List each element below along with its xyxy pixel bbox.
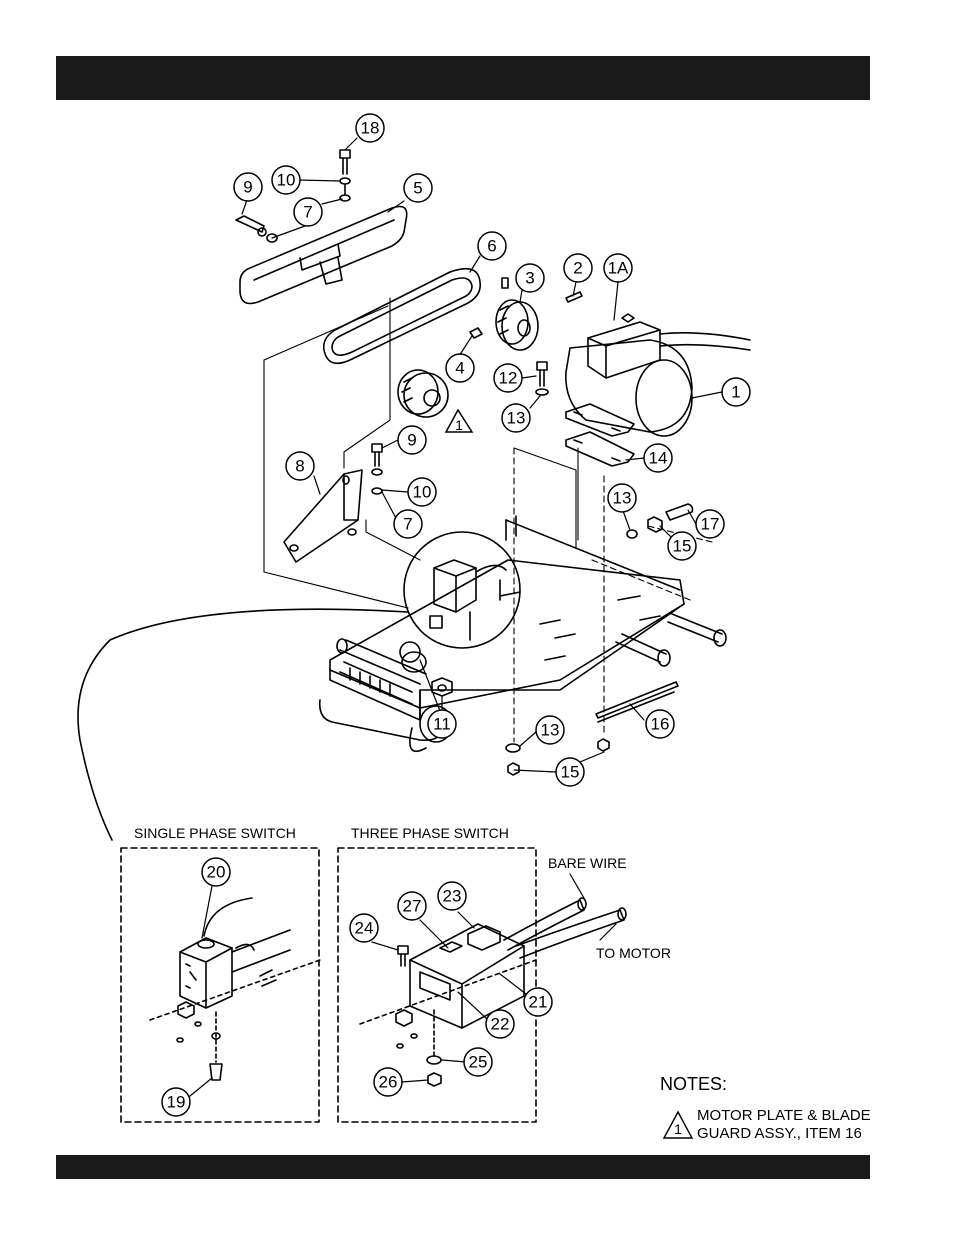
svg-text:19: 19 [167, 1093, 186, 1112]
callout-10: 10 [272, 166, 300, 194]
callout-3: 3 [516, 264, 544, 292]
svg-text:16: 16 [651, 715, 670, 734]
three-phase-box [338, 848, 536, 1122]
svg-text:20: 20 [207, 863, 226, 882]
svg-text:6: 6 [487, 237, 496, 256]
callout-23: 23 [438, 882, 466, 910]
callout-27: 27 [398, 892, 426, 920]
note-flag-triangle: 1 [446, 410, 472, 433]
svg-text:2: 2 [573, 259, 582, 278]
callout-12: 12 [494, 364, 522, 392]
svg-text:27: 27 [403, 897, 422, 916]
svg-text:5: 5 [413, 179, 422, 198]
svg-text:12: 12 [499, 369, 518, 388]
single-phase-caption: SINGLE PHASE SWITCH [134, 825, 296, 841]
motor-plates [566, 404, 634, 466]
to-motor-label: TO MOTOR [596, 945, 671, 961]
svg-text:15: 15 [561, 763, 580, 782]
callout-6: 6 [478, 232, 506, 260]
belt-guard-bracket [284, 470, 362, 562]
callout-22: 22 [486, 1010, 514, 1038]
v-belt [324, 269, 480, 364]
motor [566, 314, 750, 436]
callout-19: 19 [162, 1088, 190, 1116]
svg-text:10: 10 [277, 171, 296, 190]
svg-text:18: 18 [361, 119, 380, 138]
svg-text:13: 13 [541, 721, 560, 740]
svg-text:8: 8 [295, 457, 304, 476]
callout-13: 13 [608, 484, 636, 512]
notes-title: NOTES: [660, 1074, 727, 1094]
svg-text:9: 9 [407, 431, 416, 450]
svg-text:4: 4 [455, 359, 464, 378]
svg-text:1A: 1A [608, 259, 629, 278]
belt-guard [240, 207, 407, 304]
callout-13: 13 [502, 404, 530, 432]
callout-2: 2 [564, 254, 592, 282]
svg-text:25: 25 [469, 1053, 488, 1072]
single-phase-box [121, 848, 319, 1122]
svg-text:10: 10 [413, 483, 432, 502]
callout-15: 15 [556, 758, 584, 786]
switch-in-detail [430, 560, 506, 640]
three-phase-switch [360, 898, 626, 1086]
callout-14: 14 [644, 444, 672, 472]
motor-bolt [536, 362, 548, 395]
detail-circle [404, 532, 520, 648]
callout-7: 7 [294, 198, 322, 226]
notes-flag: 1 [664, 1112, 692, 1138]
callout-9: 9 [234, 173, 262, 201]
callout-18: 18 [356, 114, 384, 142]
callout-24: 24 [350, 914, 378, 942]
callout-5: 5 [404, 174, 432, 202]
svg-text:17: 17 [701, 515, 720, 534]
callout-26: 26 [374, 1068, 402, 1096]
callout-20: 20 [202, 858, 230, 886]
svg-text:13: 13 [507, 409, 526, 428]
callout-16: 16 [646, 710, 674, 738]
svg-text:13: 13 [613, 489, 632, 508]
svg-text:7: 7 [303, 203, 312, 222]
callout-25: 25 [464, 1048, 492, 1076]
callout-8: 8 [286, 452, 314, 480]
callout-7: 7 [394, 510, 422, 538]
svg-text:15: 15 [673, 537, 692, 556]
callout-1a: 1A [604, 254, 632, 282]
base-frame [320, 516, 684, 751]
svg-text:9: 9 [243, 178, 252, 197]
callout-17: 17 [696, 510, 724, 538]
svg-text:1: 1 [731, 383, 740, 402]
callout-4: 4 [446, 354, 474, 382]
bracket-hardware [372, 444, 382, 494]
svg-text:21: 21 [529, 993, 548, 1012]
notes-line-1: MOTOR PLATE & BLADE [697, 1107, 871, 1124]
bare-wire-label: BARE WIRE [548, 855, 627, 871]
svg-text:11: 11 [433, 715, 451, 734]
axles [337, 614, 726, 684]
front-nut [400, 642, 452, 696]
svg-text:26: 26 [379, 1073, 398, 1092]
three-phase-caption: THREE PHASE SWITCH [351, 825, 509, 841]
single-phase-switch [150, 898, 320, 1080]
svg-text:14: 14 [649, 449, 668, 468]
callout-1: 1 [722, 378, 750, 406]
svg-text:7: 7 [403, 515, 412, 534]
callout-21: 21 [524, 988, 552, 1016]
callout-10: 10 [408, 478, 436, 506]
callout-9: 9 [398, 426, 426, 454]
callout-11: 11 [428, 710, 456, 738]
svg-text:24: 24 [355, 919, 374, 938]
svg-text:22: 22 [491, 1015, 510, 1034]
blade-pulley [398, 370, 448, 417]
callout-13: 13 [536, 716, 564, 744]
svg-text:1: 1 [674, 1121, 682, 1137]
svg-text:3: 3 [525, 269, 534, 288]
svg-text:23: 23 [443, 887, 462, 906]
callout-15: 15 [668, 532, 696, 560]
svg-text:1: 1 [455, 417, 463, 433]
notes-line-2: GUARD ASSY., ITEM 16 [697, 1125, 862, 1142]
